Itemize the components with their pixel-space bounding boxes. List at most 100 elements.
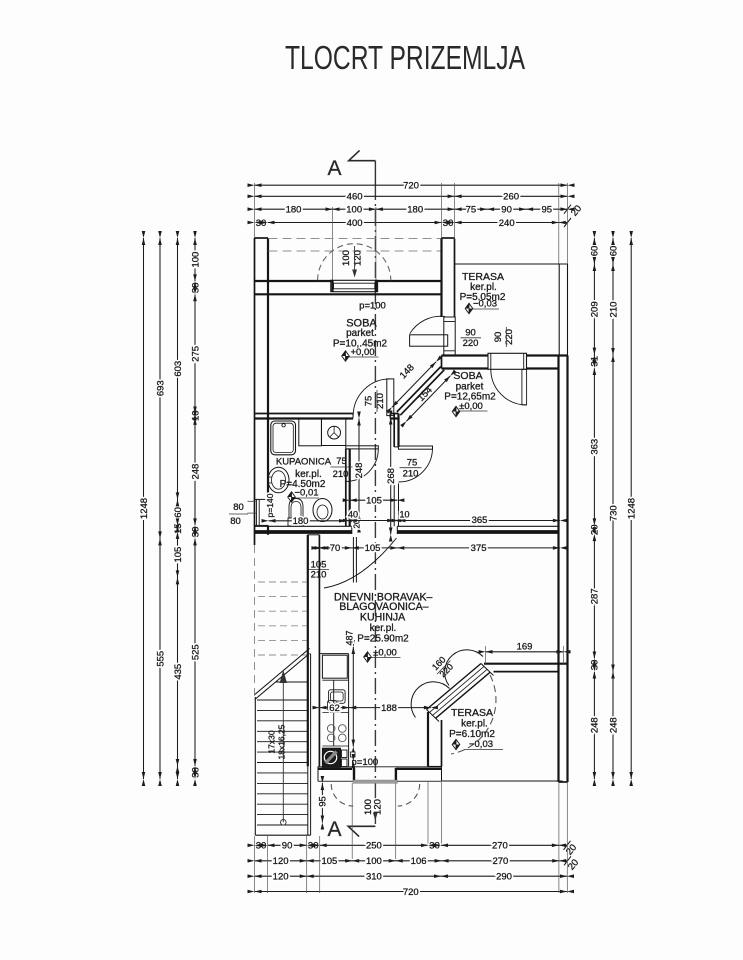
- svg-text:260: 260: [503, 192, 519, 203]
- svg-text:100: 100: [341, 250, 352, 266]
- svg-text:105: 105: [173, 547, 184, 563]
- svg-text:100: 100: [190, 252, 201, 268]
- svg-text:210: 210: [608, 302, 619, 318]
- svg-text:209: 209: [590, 301, 601, 317]
- svg-text:ker.pl.: ker.pl.: [470, 282, 497, 293]
- svg-text:100: 100: [366, 856, 382, 867]
- svg-text:106: 106: [411, 856, 427, 867]
- svg-text:90: 90: [493, 332, 504, 343]
- svg-text:1248: 1248: [627, 498, 638, 519]
- svg-text:487: 487: [344, 630, 354, 645]
- svg-text:363: 363: [590, 439, 601, 455]
- svg-text:70: 70: [330, 543, 341, 554]
- svg-text:ker.pl.: ker.pl.: [370, 623, 397, 634]
- svg-text:105: 105: [365, 543, 381, 554]
- svg-text:1248: 1248: [139, 498, 150, 519]
- svg-text:95: 95: [318, 796, 329, 807]
- svg-text:75: 75: [407, 458, 418, 469]
- svg-text:220: 220: [504, 329, 515, 345]
- svg-text:290: 290: [496, 872, 512, 883]
- svg-text:100: 100: [363, 799, 374, 815]
- svg-text:240: 240: [499, 218, 515, 229]
- svg-text:62: 62: [329, 703, 340, 714]
- svg-text:10: 10: [399, 510, 409, 520]
- svg-text:105: 105: [365, 543, 381, 554]
- svg-text:BLAGOVAONICA–: BLAGOVAONICA–: [339, 601, 428, 613]
- svg-text:75: 75: [466, 205, 477, 216]
- svg-text:720: 720: [403, 181, 419, 192]
- svg-text:365: 365: [472, 515, 488, 526]
- svg-text:100: 100: [346, 205, 362, 216]
- svg-text:210: 210: [311, 570, 327, 581]
- svg-text:120: 120: [372, 799, 383, 815]
- svg-text:−0,03: −0,03: [473, 299, 497, 310]
- svg-text:p=100: p=100: [352, 757, 379, 768]
- svg-text:P=12,65m2: P=12,65m2: [444, 392, 496, 403]
- svg-text:105: 105: [366, 496, 382, 507]
- svg-text:TLOCRT PRIZEMLJA: TLOCRT PRIZEMLJA: [285, 39, 525, 76]
- svg-text:90: 90: [282, 841, 293, 852]
- svg-text:95: 95: [318, 796, 329, 807]
- svg-text:210: 210: [333, 469, 349, 480]
- svg-text:248: 248: [590, 717, 601, 733]
- svg-text:435: 435: [173, 664, 184, 680]
- svg-text:268: 268: [386, 468, 397, 484]
- svg-text:555: 555: [155, 651, 166, 667]
- svg-text:248: 248: [354, 463, 365, 479]
- svg-text:95: 95: [542, 205, 553, 216]
- svg-text:365: 365: [472, 515, 488, 526]
- svg-text:P=4.50m2: P=4.50m2: [280, 479, 326, 490]
- svg-text:248: 248: [608, 717, 619, 733]
- svg-text:603: 603: [173, 361, 184, 377]
- svg-text:90: 90: [501, 205, 512, 216]
- svg-text:268: 268: [386, 468, 397, 484]
- svg-text:120: 120: [273, 872, 289, 883]
- svg-text:180: 180: [293, 516, 309, 527]
- svg-text:435: 435: [173, 664, 184, 680]
- svg-text:120: 120: [273, 872, 289, 883]
- svg-text:460: 460: [347, 192, 363, 203]
- svg-text:720: 720: [403, 887, 419, 898]
- svg-text:p=140: p=140: [265, 493, 275, 517]
- svg-text:555: 555: [155, 651, 166, 667]
- svg-text:100: 100: [366, 856, 382, 867]
- svg-text:10: 10: [190, 410, 201, 421]
- svg-text:363: 363: [590, 439, 601, 455]
- svg-text:KUHINJA: KUHINJA: [360, 612, 406, 624]
- svg-text:90: 90: [465, 328, 476, 339]
- svg-text:487: 487: [344, 630, 354, 645]
- svg-text:A: A: [327, 157, 341, 180]
- svg-text:ker.pl.: ker.pl.: [461, 719, 488, 730]
- svg-text:250: 250: [366, 841, 382, 852]
- svg-text:1248: 1248: [627, 498, 638, 519]
- svg-text:400: 400: [347, 218, 363, 229]
- svg-text:270: 270: [492, 856, 508, 867]
- svg-text:188: 188: [381, 703, 397, 714]
- svg-text:120: 120: [353, 250, 364, 266]
- svg-text:693: 693: [155, 380, 166, 396]
- svg-text:525: 525: [190, 644, 201, 660]
- svg-text:±0,00: ±0,00: [373, 648, 397, 659]
- svg-text:60: 60: [173, 507, 184, 518]
- svg-text:18x16,25: 18x16,25: [277, 724, 287, 759]
- svg-text:248: 248: [190, 464, 201, 480]
- svg-text:180: 180: [286, 205, 302, 216]
- svg-text:p=140: p=140: [265, 493, 275, 517]
- svg-text:209: 209: [590, 301, 601, 317]
- svg-text:270: 270: [492, 841, 508, 852]
- svg-text:10: 10: [190, 410, 201, 421]
- svg-text:105: 105: [321, 856, 337, 867]
- svg-text:375: 375: [471, 543, 487, 554]
- svg-text:SOBA: SOBA: [346, 318, 377, 330]
- svg-text:180: 180: [407, 205, 423, 216]
- svg-text:60: 60: [173, 507, 184, 518]
- svg-text:SOBA: SOBA: [453, 370, 482, 382]
- svg-text:310: 310: [366, 872, 382, 883]
- svg-text:240: 240: [499, 218, 515, 229]
- svg-text:210: 210: [608, 302, 619, 318]
- svg-text:parket: parket: [456, 382, 484, 393]
- svg-text:1248: 1248: [139, 498, 150, 519]
- svg-text:90: 90: [282, 841, 293, 852]
- svg-text:P=25.90m2: P=25.90m2: [357, 634, 409, 645]
- svg-text:+0,00: +0,00: [350, 347, 374, 358]
